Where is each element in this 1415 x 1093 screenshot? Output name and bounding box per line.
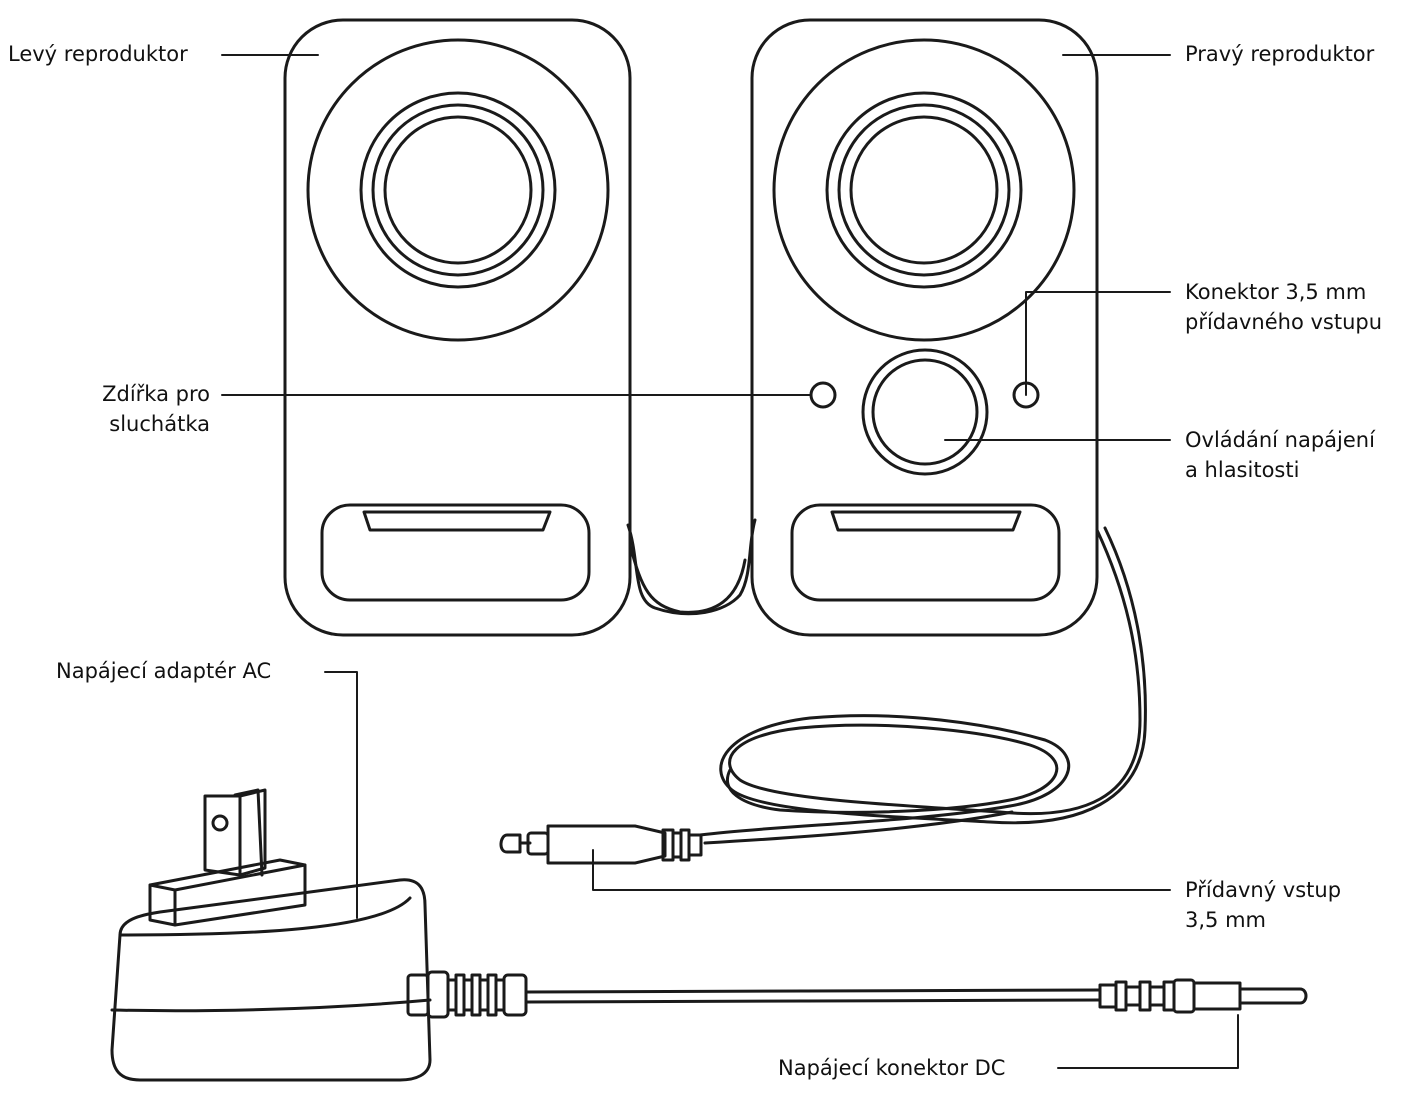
- aux-cable: [698, 526, 1147, 845]
- power-volume-knob-inner: [871, 358, 979, 466]
- headphone-jack-hole: [809, 381, 837, 409]
- left-speaker-mid-ring: [359, 91, 557, 289]
- label-ac-adapter: Napájecí adaptér AC: [56, 656, 271, 686]
- leader-aux-input: [592, 849, 1171, 891]
- label-left-speaker-text: Levý reproduktor: [8, 42, 188, 66]
- label-aux-connector-line1: Konektor 3,5 mm: [1185, 280, 1367, 304]
- label-aux-input-line1: Přídavný vstup: [1185, 878, 1342, 902]
- right-speaker-outer-ring: [772, 38, 1076, 342]
- label-power-volume-line2: a hlasitosti: [1185, 458, 1300, 482]
- right-speaker-port: [790, 503, 1061, 602]
- label-left-speaker: Levý reproduktor: [8, 39, 188, 69]
- leader-aux-connector: [1025, 291, 1171, 396]
- label-dc-connector: Napájecí konektor DC: [778, 1053, 1005, 1083]
- dc-cable: [524, 988, 1102, 1004]
- label-right-speaker: Pravý reproduktor: [1185, 39, 1374, 69]
- leader-lines: [221, 54, 1239, 1069]
- leader-ac-adapter: [324, 671, 358, 919]
- label-headphone-jack-line1: Zdířka pro: [102, 382, 210, 406]
- ac-adapter: [110, 788, 528, 1082]
- label-dc-connector-text: Napájecí konektor DC: [778, 1056, 1006, 1080]
- label-headphone-jack-line2: sluchátka: [109, 412, 210, 436]
- label-power-volume: Ovládání napájení a hlasitosti: [1185, 425, 1375, 485]
- left-speaker-outer-ring: [306, 38, 610, 342]
- label-headphone-jack: Zdířka pro sluchátka: [80, 379, 210, 439]
- aux-plug: [499, 824, 703, 865]
- label-aux-connector: Konektor 3,5 mm přídavného vstupu: [1185, 277, 1382, 337]
- power-volume-knob-outer: [861, 348, 989, 476]
- label-right-speaker-text: Pravý reproduktor: [1185, 42, 1375, 66]
- left-speaker-cone: [383, 115, 533, 265]
- right-speaker-cone: [849, 115, 999, 265]
- label-power-volume-line1: Ovládání napájení: [1185, 428, 1375, 452]
- inter-speaker-cable: [626, 518, 757, 616]
- right-speaker: [750, 18, 1099, 637]
- label-aux-input: Přídavný vstup 3,5 mm: [1185, 875, 1341, 935]
- dc-connector: [1098, 978, 1308, 1014]
- left-speaker-port: [320, 503, 591, 602]
- label-ac-adapter-text: Napájecí adaptér AC: [56, 659, 272, 683]
- leader-dc-connector: [1057, 1014, 1239, 1069]
- label-aux-connector-line2: přídavného vstupu: [1185, 310, 1383, 334]
- label-aux-input-line2: 3,5 mm: [1185, 908, 1266, 932]
- left-speaker: [283, 18, 632, 637]
